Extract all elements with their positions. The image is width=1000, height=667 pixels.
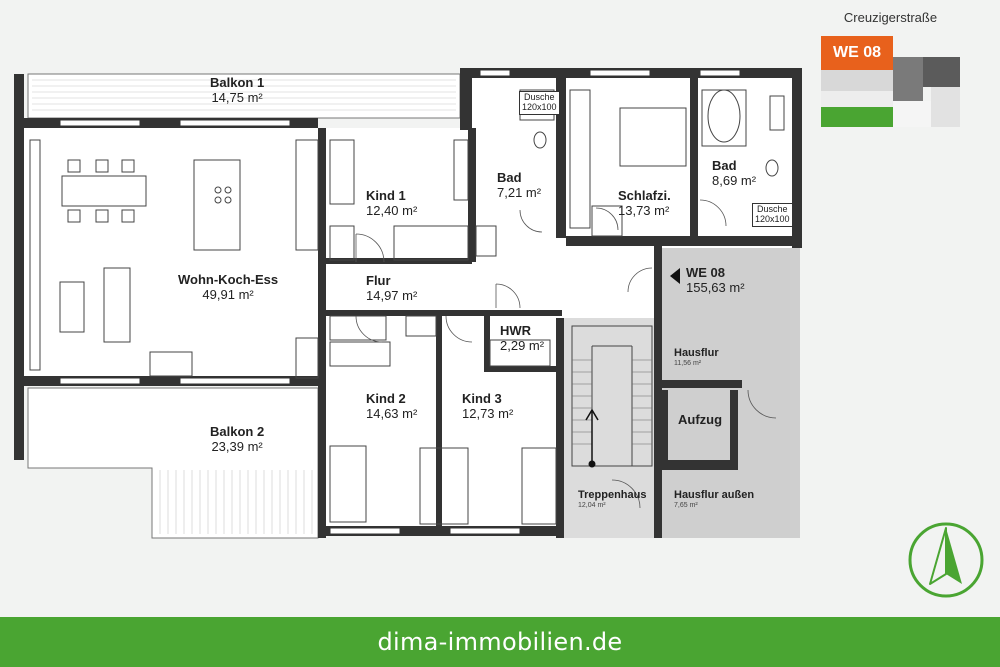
hwr-area: 2,29 m² [500,337,545,353]
hausflur-aussen-area: 7,65 m² [674,501,698,509]
label-kind-1: Kind 1 12,40 m² [366,188,418,219]
stair-start-dot [588,460,596,468]
label-balkon-1: Balkon 1 14,75 m² [210,75,265,106]
key-plan: Creuzigerstraße [821,10,960,132]
label-aufzug: Aufzug [678,412,723,427]
label-kind-3: Kind 3 12,73 m² [462,391,514,422]
footer-bar: dima-immobilien.de [0,617,1000,667]
label-treppenhaus: Treppenhaus 12,04 m² [578,489,646,510]
balkon-1-area: 14,75 m² [211,89,263,105]
stairs [572,359,652,445]
kind-2-area: 14,63 m² [366,405,418,421]
label-wohn-koch-ess: Wohn-Koch-Ess 49,91 m² [178,272,279,303]
treppenhaus-area: 12,04 m² [578,501,606,509]
balkon-2-area: 23,39 m² [211,438,263,454]
shower-bad-2-size: 120x100 [755,213,790,224]
windows [59,69,741,535]
bad-1-name: Bad [497,170,522,185]
label-hwr: HWR 2,29 m² [500,323,545,354]
balkon-1-name: Balkon 1 [210,75,265,90]
schlafzi-area: 13,73 m² [618,202,670,218]
wohn-name: Wohn-Koch-Ess [178,272,279,287]
label-hausflur: Hausflur 11,56 m² [674,347,719,368]
flur-area: 14,97 m² [366,287,418,303]
street-name: Creuzigerstraße [843,10,938,25]
shower-bad-1-size: 120x100 [522,101,557,112]
kind-1-area: 12,40 m² [366,202,418,218]
doors [355,199,777,509]
schlafzi-name: Schlafzi. [618,188,671,203]
kind-2-name: Kind 2 [366,391,406,406]
label-bad-2: Bad 8,69 m² [712,158,757,189]
label-balkon-2: Balkon 2 23,39 m² [210,424,265,455]
website-link[interactable]: dima-immobilien.de [377,628,623,656]
bad-1-area: 7,21 m² [497,184,542,200]
label-hausflur-aussen: Hausflur außen 7,65 m² [674,489,754,510]
label-we-08: WE 08 155,63 m² [686,265,745,296]
hausflur-area: 11,56 m² [674,359,702,367]
wohn-area: 49,91 m² [202,286,254,302]
label-schlafzi: Schlafzi. 13,73 m² [618,188,671,219]
label-kind-2: Kind 2 14,63 m² [366,391,418,422]
shower-bad-2-label: Dusche [757,204,788,214]
shower-bad-1: Dusche 120x100 [519,91,560,115]
treppenhaus-name: Treppenhaus [578,489,647,501]
shower-bad-1-label: Dusche [524,92,555,102]
label-flur: Flur 14,97 m² [366,273,418,304]
bad-2-name: Bad [712,158,737,173]
bad-2-area: 8,69 m² [712,172,757,188]
balcony-2 [27,387,319,539]
hausflur-name: Hausflur [674,347,719,359]
hausflur-aussen-name: Hausflur außen [674,489,755,501]
hwr-name: HWR [500,323,532,338]
label-bad-1: Bad 7,21 m² [497,170,542,201]
we-08-area: 155,63 m² [686,279,745,295]
north-arrow-icon [908,522,984,598]
stair-arrow-icon [585,408,599,421]
kind-1-name: Kind 1 [366,188,406,203]
balkon-2-name: Balkon 2 [210,424,265,439]
balcony-1 [27,73,461,119]
kind-3-name: Kind 3 [462,391,502,406]
we-08-name: WE 08 [686,265,726,280]
shower-bad-2: Dusche 120x100 [752,203,793,227]
flur-name: Flur [366,273,391,288]
unit-badge: WE 08 [821,36,893,70]
kind-3-area: 12,73 m² [462,405,514,421]
entrance-arrow-icon [670,268,680,284]
